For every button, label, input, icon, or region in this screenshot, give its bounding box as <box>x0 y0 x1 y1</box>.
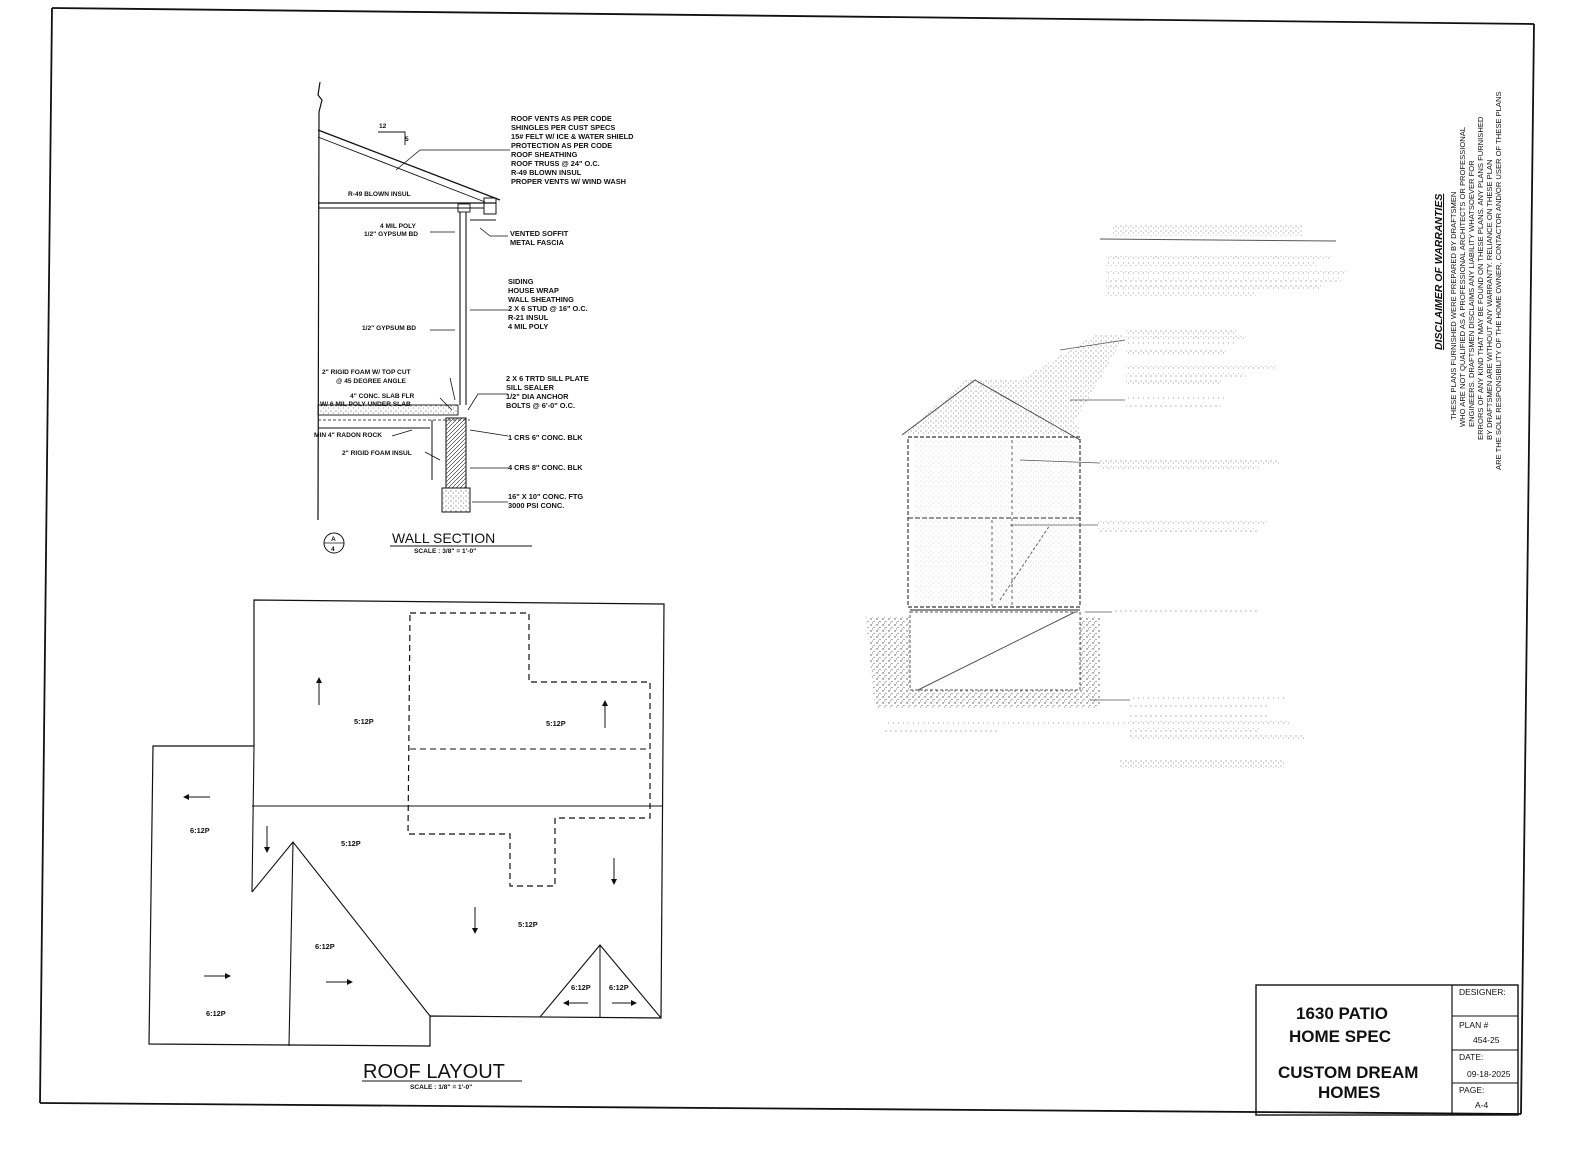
roof-layout-drawing <box>148 599 665 1047</box>
sill-note-4: BOLTS @ 6'-0" O.C. <box>506 401 575 410</box>
roof-pitch-labels: 5:12P 5:12P 6:12P 5:12P 5:12P 6:12P 6:12… <box>190 717 629 1091</box>
disclaimer-block: DISCLAIMER OF WARRANTIES <box>1433 194 1445 350</box>
project-title-line-2: HOME SPEC <box>1289 1027 1391 1046</box>
disclaimer-text: THESE PLANS FURNISHED WERE PREPARED BY D… <box>1449 92 1503 471</box>
rigid-foam-insul-label: 2" RIGID FOAM INSUL <box>342 450 412 457</box>
wall-note-4: 2 X 6 STUD @ 16" O.C. <box>508 304 588 313</box>
poly-label: 4 MIL POLY <box>380 223 417 230</box>
company-line-1: CUSTOM DREAM <box>1278 1063 1418 1082</box>
company-line-2: HOMES <box>1318 1083 1380 1102</box>
sill-note-1: 2 X 6 TRTD SILL PLATE <box>506 374 589 383</box>
roof-note-1: ROOF VENTS AS PER CODE <box>511 114 612 123</box>
pitch-rise: 5 <box>405 136 409 143</box>
crs1-label: 1 CRS 6" CONC. BLK <box>508 433 583 442</box>
footing-label-1: 16" X 10" CONC. FTG <box>508 492 583 501</box>
roof-pitch-7: 6:12P <box>571 983 591 992</box>
page-label: PAGE: <box>1459 1085 1484 1095</box>
disclaimer-line-2: WHO ARE NOT QUALIFIED AS A PROFESSIONAL … <box>1458 127 1467 427</box>
plan-label: PLAN # <box>1459 1020 1489 1030</box>
wall-section-scale: SCALE : 3/8" = 1'-0" <box>414 548 476 555</box>
wall-note-1: SIDING <box>508 277 534 286</box>
disclaimer-line-4: ERRORS OF ANY KIND THAT MAY BE FOUND ON … <box>1476 116 1485 440</box>
disclaimer-line-5: BY DRAFTSMEN ARE WITHOUT ANY WARRANTY. R… <box>1485 160 1494 440</box>
title-block: 1630 PATIO HOME SPEC CUSTOM DREAM HOMES … <box>1255 984 1519 1116</box>
wall-note-2: HOUSE WRAP <box>508 286 559 295</box>
roof-note-2: SHINGLES PER CUST SPECS <box>511 123 615 132</box>
roof-pitch-8: 6:12P <box>609 983 629 992</box>
roof-note-6: ROOF TRUSS @ 24" O.C. <box>511 159 600 168</box>
roof-pitch-3: 6:12P <box>190 826 210 835</box>
rigid-foam-top-2: @ 45 DEGREE ANGLE <box>336 378 407 385</box>
date-label: DATE: <box>1459 1052 1483 1062</box>
slab-label-2: W/ 6 MIL POLY UNDER SLAB <box>320 401 411 408</box>
date-value: 09-18-2025 <box>1467 1069 1511 1079</box>
roof-note-4: PROTECTION AS PER CODE <box>511 141 612 150</box>
rigid-foam-top-1: 2" RIGID FOAM W/ TOP CUT <box>322 369 411 376</box>
roof-layout-scale: SCALE : 1/8" = 1'-0" <box>410 1084 472 1091</box>
disclaimer-line-3: ENGINEERS. DRAFTSMEN DISCLAIMS ANY LIABI… <box>1467 160 1476 427</box>
crs4-label: 4 CRS 8" CONC. BLK <box>508 463 583 472</box>
slab-label-1: 4" CONC. SLAB FLR <box>350 393 415 400</box>
plan-value: 454-25 <box>1473 1035 1500 1045</box>
pitch-run: 12 <box>379 123 387 130</box>
roof-note-8: PROPER VENTS W/ WIND WASH <box>511 177 626 186</box>
sill-note-3: 1/2" DIA ANCHOR <box>506 392 569 401</box>
wall-note-6: 4 MIL POLY <box>508 322 548 331</box>
roof-pitch-5: 5:12P <box>518 920 538 929</box>
wall-section-notes: 12 5 ROOF VENTS AS PER CODE SHINGLES PER… <box>314 114 634 555</box>
roof-pitch-4: 5:12P <box>341 839 361 848</box>
radon-label: MIN 4" RADON ROCK <box>314 432 382 439</box>
roof-pitch-9: 6:12P <box>206 1009 226 1018</box>
section-callout: A 4 <box>323 532 345 554</box>
project-title-line-1: 1630 PATIO <box>1296 1004 1388 1023</box>
roof-note-3: 15# FELT W/ ICE & WATER SHIELD <box>511 132 634 141</box>
sheet-border <box>39 7 1535 1115</box>
gypsum-top-label: 1/2" GYPSUM BD <box>364 231 418 238</box>
designer-label: DESIGNER: <box>1459 987 1506 997</box>
disclaimer-heading: DISCLAIMER OF WARRANTIES <box>1433 194 1445 350</box>
roof-pitch-1: 5:12P <box>354 717 374 726</box>
roof-note-5: ROOF SHEATHING <box>511 150 578 159</box>
wall-section-title: WALL SECTION <box>392 530 495 546</box>
wall-note-3: WALL SHEATHING <box>508 295 574 304</box>
footing-label-2: 3000 PSI CONC. <box>508 501 564 510</box>
sill-note-2: SILL SEALER <box>506 383 555 392</box>
wall-note-5: R-21 INSUL <box>508 313 549 322</box>
disclaimer-line-1: THESE PLANS FURNISHED WERE PREPARED BY D… <box>1449 192 1458 420</box>
callout-top: A <box>331 536 336 543</box>
faded-house-section <box>866 224 1346 768</box>
gypsum-mid-label: 1/2" GYPSUM BD <box>362 325 416 332</box>
disclaimer-line-6: ARE THE SOLE RESPONSIBILITY OF THE HOME … <box>1494 92 1503 471</box>
wall-section-drawing <box>317 81 510 521</box>
ceiling-insul-label: R-49 BLOWN INSUL <box>348 191 411 198</box>
soffit-note-2: METAL FASCIA <box>510 238 565 247</box>
roof-pitch-6: 6:12P <box>315 942 335 951</box>
roof-layout-title: ROOF LAYOUT <box>363 1061 505 1083</box>
roof-note-7: R-49 BLOWN INSUL <box>511 168 582 177</box>
soffit-note-1: VENTED SOFFIT <box>510 229 569 238</box>
roof-pitch-2: 5:12P <box>546 719 566 728</box>
page-value: A-4 <box>1475 1100 1489 1110</box>
callout-bottom: 4 <box>331 546 335 553</box>
